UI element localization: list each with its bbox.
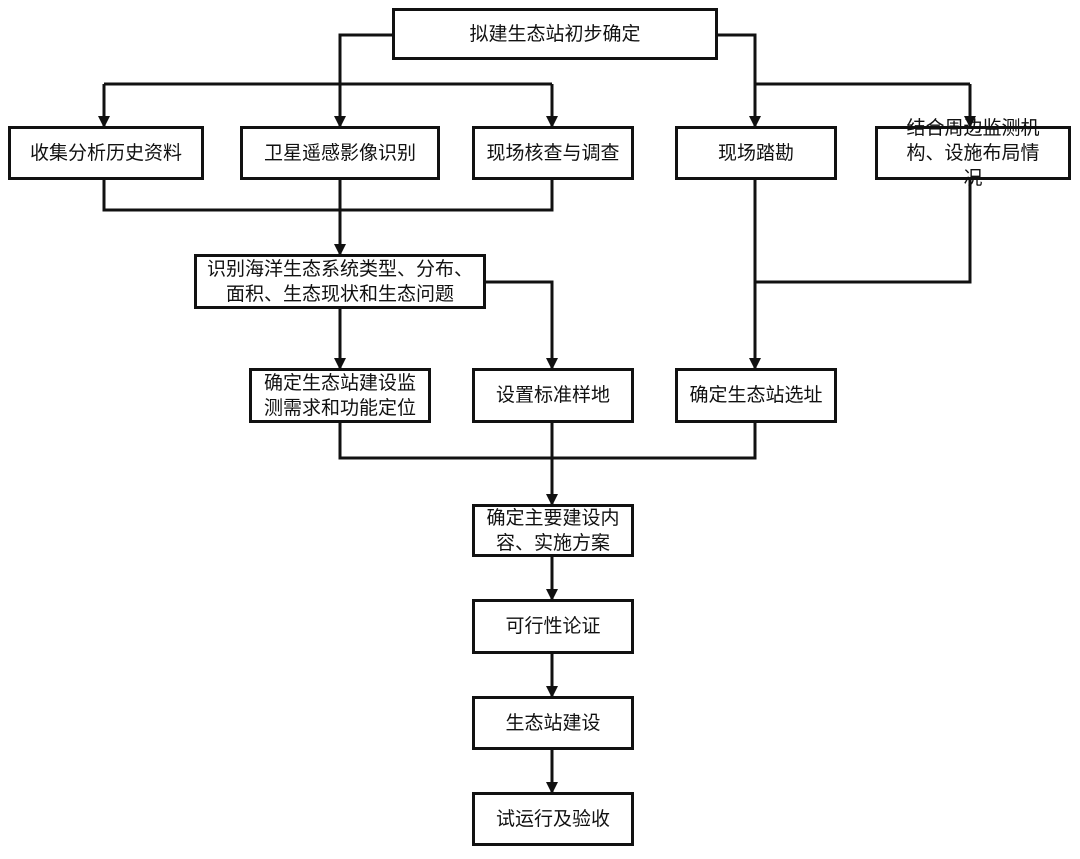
node-trial: 试运行及验收 — [472, 792, 634, 846]
node-field-check: 现场核查与调查 — [472, 126, 634, 180]
node-sample-plot: 设置标准样地 — [472, 368, 634, 423]
node-monitor-needs-label: 确定生态站建设监测需求和功能定位 — [263, 371, 416, 419]
node-surroundings-label: 结合周边监测机构、设施布局情况 — [906, 116, 1040, 189]
node-monitor-needs: 确定生态站建设监测需求和功能定位 — [249, 368, 431, 423]
node-feasibility: 可行性论证 — [472, 599, 634, 654]
node-trial-label: 试运行及验收 — [495, 807, 610, 830]
node-satellite: 卫星遥感影像识别 — [240, 126, 440, 180]
connector-row4-merge — [338, 423, 757, 460]
node-collect: 收集分析历史资料 — [8, 126, 204, 180]
node-start-label: 拟建生态站初步确定 — [469, 22, 641, 45]
connector-row2-merge — [102, 180, 554, 212]
node-feasibility-label: 可行性论证 — [505, 615, 601, 637]
node-main-content-label: 确定主要建设内容、实施方案 — [486, 506, 620, 554]
node-site-select-label: 确定生态站选址 — [689, 384, 823, 406]
connector-surroundings-merge — [755, 180, 972, 284]
arrow-to-sample-plot — [486, 280, 558, 370]
connector-start-left — [338, 33, 392, 84]
node-survey: 现场踏勘 — [675, 126, 837, 180]
node-field-check-label: 现场核查与调查 — [486, 141, 620, 164]
node-collect-label: 收集分析历史资料 — [29, 141, 182, 164]
connector-start-right — [718, 33, 757, 84]
node-site-select: 确定生态站选址 — [675, 368, 837, 423]
node-satellite-label: 卫星遥感影像识别 — [263, 141, 416, 164]
node-identify: 识别海洋生态系统类型、分布、面积、生态现状和生态问题 — [194, 254, 486, 309]
node-construction: 生态站建设 — [472, 696, 634, 750]
node-construction-label: 生态站建设 — [505, 711, 601, 734]
node-main-content: 确定主要建设内容、实施方案 — [472, 504, 634, 557]
node-start: 拟建生态站初步确定 — [392, 8, 718, 60]
node-sample-plot-label: 设置标准样地 — [495, 384, 610, 406]
node-survey-label: 现场踏勘 — [717, 141, 794, 164]
node-surroundings: 结合周边监测机构、设施布局情况 — [875, 117, 1071, 189]
node-identify-label: 识别海洋生态系统类型、分布、面积、生态现状和生态问题 — [206, 257, 473, 305]
